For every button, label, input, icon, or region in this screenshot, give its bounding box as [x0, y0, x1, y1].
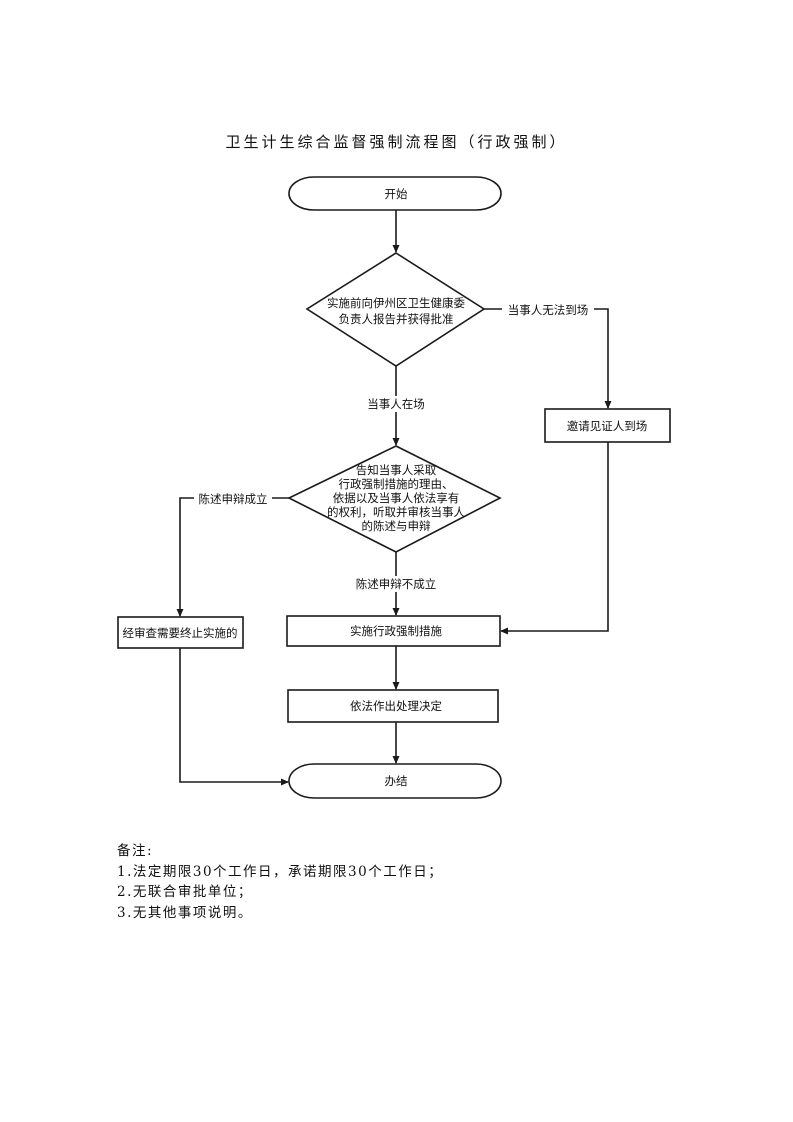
- node-report-text-line1: 实施前向伊州区卫生健康委: [327, 296, 465, 310]
- node-report-text-line2: 负责人报告并获得批准: [339, 312, 454, 326]
- notes-section: 备注: 1.法定期限30个工作日，承诺期限30个工作日； 2.无联合审批单位； …: [117, 841, 443, 923]
- node-inform-text-line4: 的权利，听取并审核当事人: [327, 505, 465, 519]
- node-decide: 依法作出处理决定: [287, 689, 499, 723]
- node-end: 办结: [288, 763, 502, 799]
- node-inform-text-line5: 的陈述与申辩: [362, 519, 431, 533]
- node-start: 开始: [288, 176, 502, 211]
- node-terminate: 经审查需要终止实施的: [117, 616, 244, 649]
- node-implement-text: 实施行政强制措施: [350, 624, 442, 638]
- node-invite-witness: 邀请见证人到场: [544, 408, 671, 443]
- edge-report-to-inform: 当事人在场: [360, 366, 432, 446]
- node-inform-text-line1: 告知当事人采取: [356, 463, 437, 477]
- notes-heading: 备注:: [117, 843, 154, 859]
- node-report-decision: 实施前向伊州区卫生健康委 负责人报告并获得批准: [305, 252, 486, 367]
- edge-report-to-witness: 当事人无法到场: [484, 302, 612, 409]
- edge-inform-to-terminate: 陈述申辩成立: [176, 491, 289, 617]
- edge-terminate-to-end: [179, 648, 289, 786]
- node-start-text: 开始: [385, 187, 408, 201]
- node-terminate-text: 经审查需要终止实施的: [123, 626, 238, 640]
- node-inform-text-line2: 行政强制措施的理由、: [339, 477, 454, 491]
- page-title: 卫生计生综合监督强制流程图（行政强制）: [225, 133, 568, 151]
- node-end-text: 办结: [385, 774, 408, 788]
- edge-label-defense-rejected: 陈述申辩不成立: [356, 577, 437, 591]
- edge-label-defense-upheld: 陈述申辩成立: [199, 492, 268, 506]
- node-decide-text: 依法作出处理决定: [350, 699, 442, 713]
- note-item: 1.法定期限30个工作日，承诺期限30个工作日；: [117, 863, 444, 880]
- edge-inform-to-implement: 陈述申辩不成立: [350, 552, 442, 616]
- note-item: 2.无联合审批单位；: [117, 884, 253, 900]
- edge-witness-to-implement: [500, 442, 609, 635]
- note-item: 3.无其他事项说明。: [117, 904, 253, 921]
- node-inform-text-line3: 依据以及当事人依法享有: [333, 491, 460, 505]
- node-implement: 实施行政强制措施: [286, 615, 501, 647]
- node-invite-witness-text: 邀请见证人到场: [567, 419, 648, 433]
- edge-label-party-absent: 当事人无法到场: [508, 303, 589, 317]
- edge-label-party-present: 当事人在场: [367, 397, 425, 411]
- node-inform-decision: 告知当事人采取 行政强制措施的理由、 依据以及当事人依法享有 的权利，听取并审核…: [287, 445, 502, 553]
